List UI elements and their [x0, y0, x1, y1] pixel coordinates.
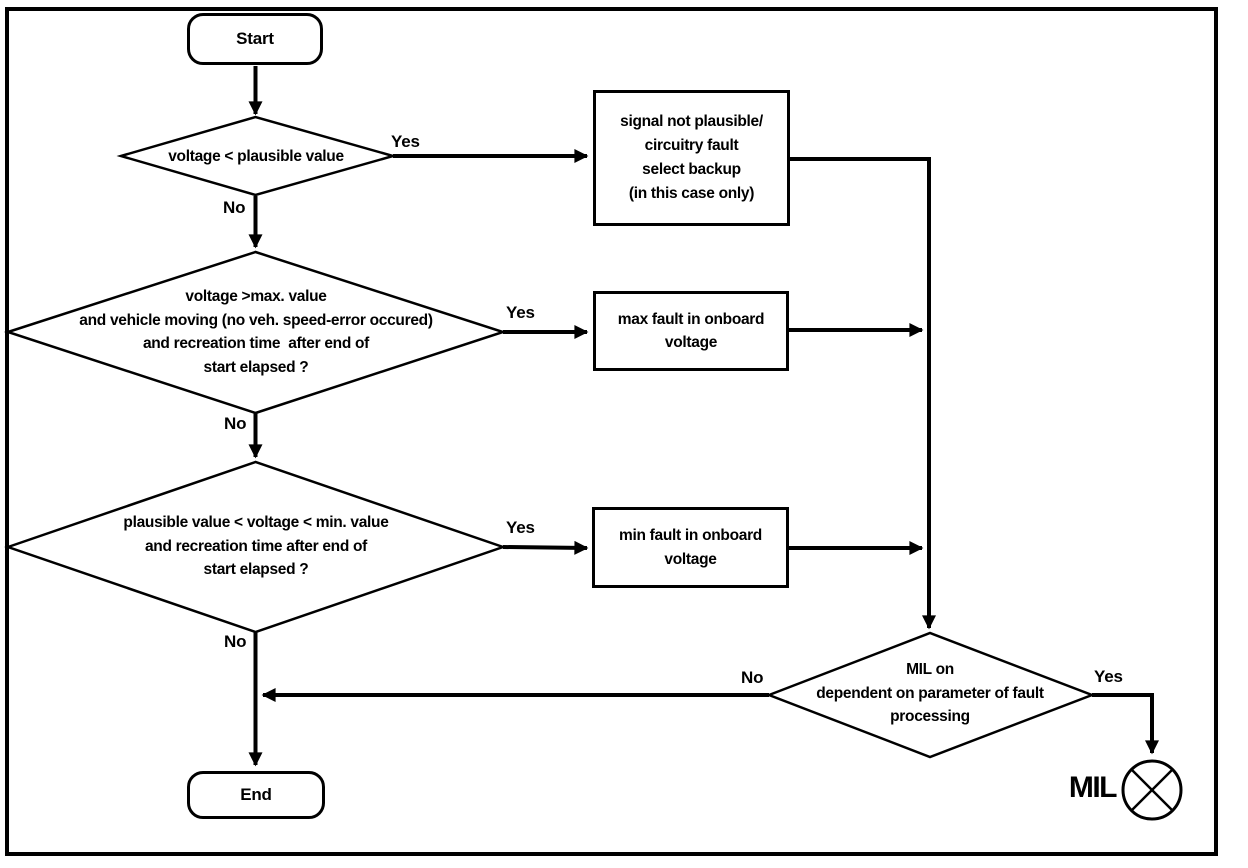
mil-indicator-label: MIL: [1068, 771, 1118, 804]
decision3-no-label: No: [224, 632, 247, 651]
decision1-yes-label: Yes: [391, 132, 420, 151]
edge-decision3-yes-to-process3: [502, 540, 589, 555]
edge-decision4-yes-to-mil: [1092, 693, 1159, 755]
start-node: Start: [187, 13, 323, 65]
process1-label: signal not plausible/ circuitry fault se…: [620, 112, 763, 203]
diagram-border: [5, 7, 1218, 856]
decision3-diamond: [4, 460, 507, 634]
decision3-yes-label: Yes: [506, 518, 535, 537]
decision2-label: voltage >max. value and vehicle moving (…: [79, 288, 433, 376]
process3-node: min fault in onboard voltage: [592, 507, 789, 588]
decision3-label: plausible value < voltage < min. value a…: [123, 514, 389, 579]
decision2-no-label: No: [224, 414, 247, 433]
end-node-label: End: [240, 785, 272, 804]
process3-label: min fault in onboard voltage: [619, 527, 762, 568]
decision1-no-label: No: [223, 198, 246, 217]
mil-lamp-icon: [1121, 759, 1183, 821]
decision4-diamond: [765, 631, 1096, 759]
decision1-diamond: [116, 115, 398, 197]
end-node: End: [187, 771, 325, 819]
decision4-yes-label: Yes: [1094, 667, 1123, 686]
process2-node: max fault in onboard voltage: [593, 291, 789, 371]
decision4-label: MIL on dependent on parameter of fault p…: [816, 661, 1044, 726]
edge-process1-to-decision4: [790, 157, 936, 630]
decision4-no-label: No: [741, 668, 764, 687]
decision2-diamond: [3, 250, 508, 415]
decision2-yes-label: Yes: [506, 303, 535, 322]
process2-label: max fault in onboard voltage: [617, 310, 765, 351]
start-node-label: Start: [236, 29, 274, 48]
decision1-label: voltage < plausible value: [168, 148, 344, 165]
process1-node: signal not plausible/ circuitry fault se…: [593, 90, 790, 226]
